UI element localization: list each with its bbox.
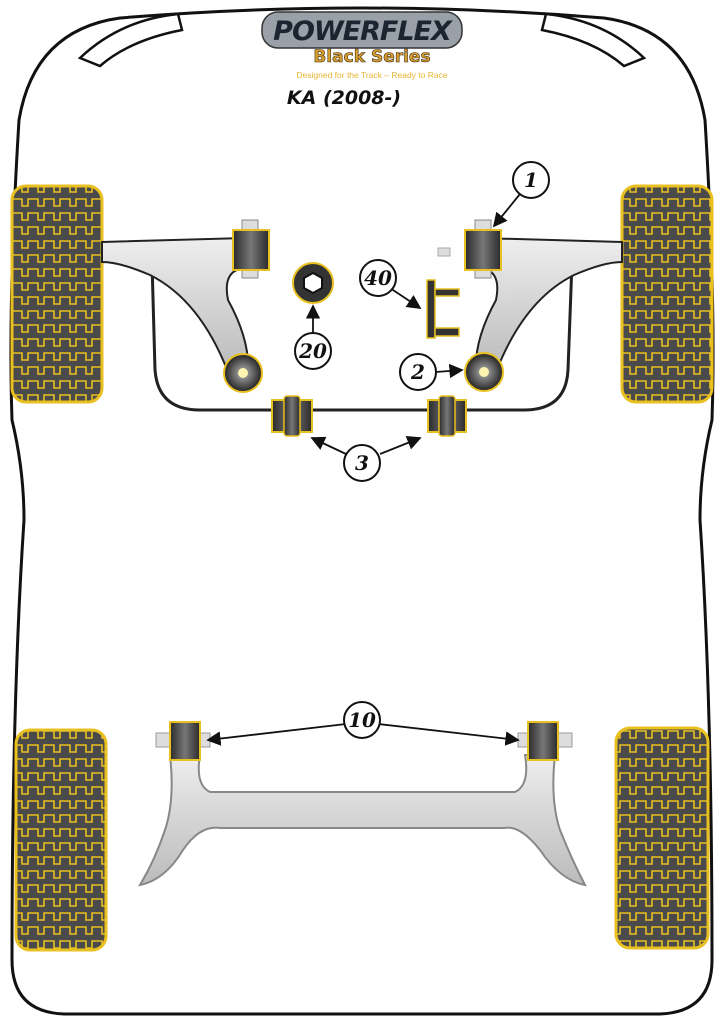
bush-10-right [517, 721, 573, 761]
callout-2: 2 [399, 353, 437, 391]
callout-40: 40 [359, 259, 397, 297]
rear-left-tyre [14, 728, 108, 952]
bush-1-right [437, 219, 502, 279]
bush-40 [426, 279, 460, 339]
bush-1-left [232, 219, 270, 279]
logo-series: Black Series [313, 47, 430, 67]
callout-10: 10 [343, 701, 381, 739]
svg-text:20: 20 [298, 339, 327, 363]
rear-twist-beam [137, 754, 587, 887]
callout-arrows [206, 193, 521, 746]
rear-right-tyre [614, 726, 710, 950]
callout-20: 20 [294, 332, 332, 370]
powerflex-logo: POWERFLEX Black Series Designed for the … [261, 11, 463, 80]
svg-text:40: 40 [364, 266, 392, 290]
bush-2-right [464, 352, 504, 392]
svg-text:10: 10 [348, 708, 376, 732]
bush-2-left [223, 353, 263, 393]
bush-3-right [427, 395, 467, 437]
svg-text:2: 2 [410, 360, 425, 384]
bush-10-left [155, 721, 211, 761]
bush-3-left [271, 395, 313, 437]
svg-text:3: 3 [355, 451, 369, 475]
callout-1: 1 [512, 161, 550, 199]
front-anti-roll-bar [150, 261, 574, 412]
front-left-tyre [10, 184, 104, 404]
bush-20 [292, 262, 334, 304]
front-right-tyre [620, 184, 714, 404]
callout-3: 3 [343, 444, 381, 482]
front-left-wishbone [101, 236, 250, 373]
model-title: KA (2008-) [287, 87, 401, 109]
logo-brand: POWERFLEX [273, 16, 453, 47]
right-mirror [540, 12, 647, 68]
svg-text:1: 1 [524, 168, 538, 192]
car-body-outline [9, 6, 715, 1016]
logo-tagline: Designed for the Track – Ready to Race [296, 70, 447, 80]
left-mirror [77, 12, 184, 68]
